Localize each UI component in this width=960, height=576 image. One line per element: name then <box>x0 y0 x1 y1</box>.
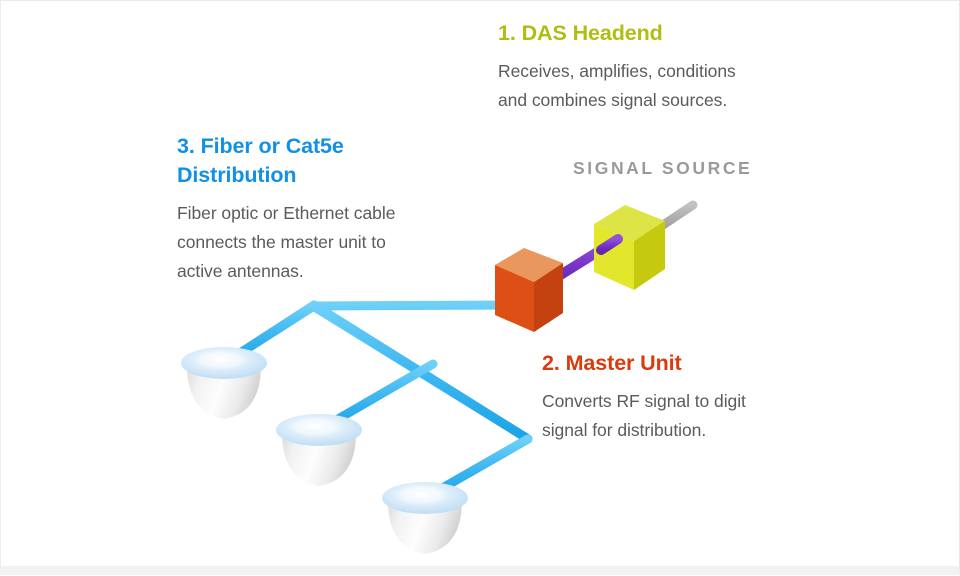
master-unit-text-block: 2. Master Unit Converts RF signal to dig… <box>542 349 812 445</box>
master-unit-body-line-1: Converts RF signal to digit <box>542 391 746 411</box>
das-headend-text-block: 1. DAS Headend Receives, amplifies, cond… <box>498 19 798 115</box>
fiber-distribution-heading: 3. Fiber or Cat5e Distribution <box>177 132 467 190</box>
fiber-heading-line-1: 3. Fiber or Cat5e <box>177 134 344 158</box>
master-unit-heading: 2. Master Unit <box>542 351 682 375</box>
master-unit-cube <box>495 248 563 332</box>
das-headend-body-line-2: and combines signal sources. <box>498 90 728 110</box>
master-unit-body-line-2: signal for distribution. <box>542 420 707 440</box>
active-antenna-1 <box>181 347 267 419</box>
das-headend-cube <box>594 205 665 290</box>
signal-source-label: SIGNAL SOURCE <box>573 158 753 178</box>
fiber-distribution-body: Fiber optic or Ethernet cable connects t… <box>177 199 467 286</box>
das-headend-heading: 1. DAS Headend <box>498 21 663 45</box>
das-headend-body: Receives, amplifies, conditions and comb… <box>498 57 798 115</box>
master-unit-body: Converts RF signal to digit signal for d… <box>542 387 812 445</box>
das-headend-body-line-1: Receives, amplifies, conditions <box>498 61 736 81</box>
fiber-body-line-3: active antennas. <box>177 261 304 281</box>
fiber-heading-line-2: Distribution <box>177 163 297 187</box>
fiber-body-line-2: connects the master unit to <box>177 232 386 252</box>
active-antenna-2 <box>276 414 362 486</box>
fiber-distribution-text-block: 3. Fiber or Cat5e Distribution Fiber opt… <box>177 132 467 286</box>
fiber-cable-geometry <box>218 300 533 503</box>
fiber-body-line-1: Fiber optic or Ethernet cable <box>177 203 396 223</box>
active-antenna-3 <box>382 482 468 554</box>
headend-to-master-cable-tip <box>596 234 623 255</box>
